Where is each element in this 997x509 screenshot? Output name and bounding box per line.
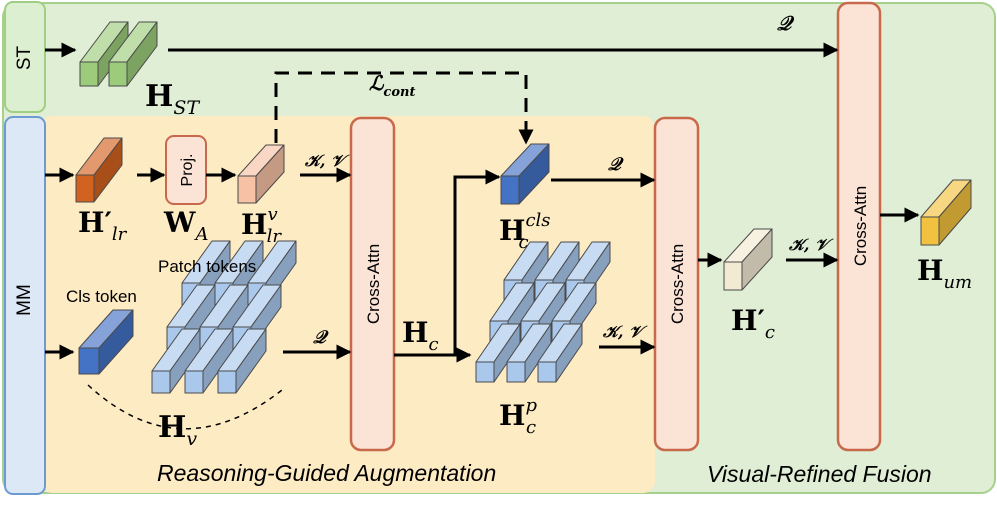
h-c-p-block xyxy=(475,323,521,383)
cross-attn-2-label: Cross-Attn xyxy=(668,244,687,324)
h-c-cls-block xyxy=(500,143,550,205)
h-lr-v-block xyxy=(237,144,285,204)
fusion-section-title: Visual-Refined Fusion xyxy=(707,461,932,487)
patch-tokens-label: Patch tokens xyxy=(158,257,256,276)
h-c-label: Hc xyxy=(402,316,439,355)
patch-token-block xyxy=(217,328,267,394)
contrastive-loss-label: ℒcont xyxy=(369,71,415,100)
cls-patch-dashed-arc xyxy=(87,384,283,430)
h-lr-prime-block xyxy=(75,137,123,203)
h-c-p-block xyxy=(506,323,552,383)
cross-attn-1-label: Cross-Attn xyxy=(364,244,383,324)
reasoning-augmentation-region xyxy=(40,116,655,493)
h-c-p-block xyxy=(537,323,583,383)
hc-to-hccls-arrow xyxy=(453,169,501,355)
h-um-label: Hum xyxy=(917,254,972,293)
contrastive-loss-arrow xyxy=(274,71,534,145)
cross-attn-3-label: Cross-Attn xyxy=(851,186,870,266)
h-c-prime-label: H′c xyxy=(731,304,775,343)
mm-modality-box xyxy=(4,116,46,495)
patch-token-block xyxy=(184,328,234,394)
kv-label-1: 𝒦, 𝒱 xyxy=(304,151,350,170)
projection-box: Proj. xyxy=(165,135,207,205)
q-label-hv: 𝒬 xyxy=(313,327,329,348)
st-block-1 xyxy=(79,21,129,87)
kv-label-2: 𝒦, 𝒱 xyxy=(602,322,648,341)
mm-label: MM xyxy=(14,284,35,316)
h-lr-prime-label: H′lr xyxy=(78,206,128,245)
q-label-st: 𝒬 xyxy=(777,11,795,35)
cross-attn-1: Cross-Attn xyxy=(349,116,396,452)
augmentation-section-title: Reasoning-Guided Augmentation xyxy=(157,460,496,486)
h-v-label: Hv xyxy=(158,410,197,450)
cls-token-label: Cls token xyxy=(66,287,137,306)
cross-attn-2: Cross-Attn xyxy=(653,116,700,452)
st-block-2 xyxy=(108,21,158,87)
cls-token-block xyxy=(78,309,134,375)
h-st-label: HST xyxy=(145,79,200,119)
kv-label-3: 𝒦, 𝒱 xyxy=(788,235,834,254)
cross-attn-3: Cross-Attn xyxy=(836,1,882,452)
projection-label: Proj. xyxy=(179,154,196,187)
st-label: ST xyxy=(14,45,35,70)
h-c-prime-block xyxy=(723,228,773,291)
h-um-block xyxy=(920,179,972,246)
w-a-label: WA xyxy=(163,206,208,245)
q-label-cls: 𝒬 xyxy=(608,154,624,175)
st-modality-box xyxy=(4,1,46,113)
